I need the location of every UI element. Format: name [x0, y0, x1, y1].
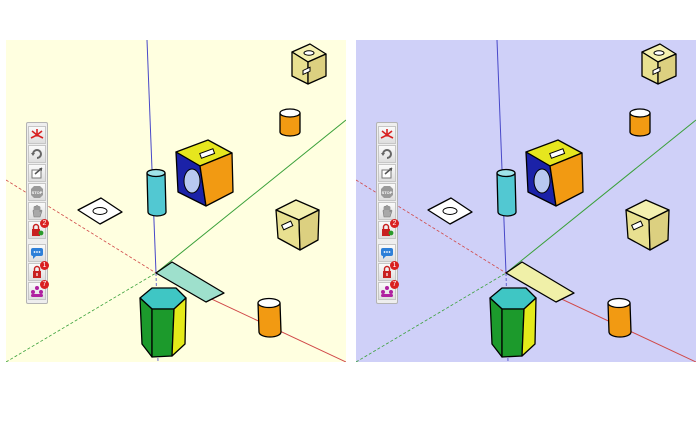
axis-red-dashed — [356, 179, 507, 274]
tool-axes-button[interactable] — [28, 126, 46, 144]
box-mid-right[interactable] — [625, 199, 670, 251]
cylinder-orange-front[interactable] — [607, 297, 632, 338]
hand-icon — [382, 205, 393, 218]
toolbar-left: STOP 2 1 7 — [26, 122, 49, 304]
axes-icon — [380, 129, 394, 139]
tool-lock-user-button[interactable]: 2 — [378, 219, 399, 239]
svg-text:STOP: STOP — [32, 190, 43, 195]
cube-blue[interactable] — [525, 139, 584, 207]
tool-messages-button[interactable] — [378, 244, 396, 262]
tool-stop-button[interactable]: STOP — [378, 183, 396, 201]
users-icon — [31, 286, 43, 297]
viewport-right[interactable]: STOP 2 1 7 — [356, 40, 696, 362]
axis-green — [155, 119, 346, 274]
cube-blue[interactable] — [175, 139, 234, 207]
axis-green-dashed — [356, 272, 507, 362]
tool-lock-user-badge: 2 — [390, 219, 399, 228]
pad-near-origin[interactable] — [505, 261, 575, 303]
toolbar-right: STOP 2 1 7 — [376, 122, 399, 304]
square-with-hole[interactable] — [427, 197, 473, 225]
speech-bubble-icon — [381, 248, 393, 259]
axis-green-dashed — [6, 272, 157, 362]
box-back-right[interactable] — [291, 43, 327, 85]
stop-icon: STOP — [381, 186, 393, 198]
export-icon — [31, 167, 43, 179]
tool-users-badge: 7 — [390, 280, 399, 289]
tool-lock-user-badge: 2 — [40, 219, 49, 228]
tool-lock-alert-badge: 1 — [40, 261, 49, 270]
refresh-icon — [31, 149, 42, 159]
tool-export-button[interactable] — [28, 164, 46, 182]
tool-users-button[interactable]: 7 — [378, 280, 399, 300]
tool-refresh-button[interactable] — [28, 145, 46, 163]
axes-icon — [30, 129, 44, 139]
tool-lock-alert-button[interactable]: 1 — [28, 261, 49, 281]
cylinder-orange-back[interactable] — [629, 108, 651, 137]
tool-lock-user-button[interactable]: 2 — [28, 219, 49, 239]
lock-user-icon — [32, 223, 44, 236]
cylinder-orange-front[interactable] — [257, 297, 282, 338]
lock-user-icon — [382, 223, 394, 236]
tool-export-button[interactable] — [378, 164, 396, 182]
axis-blue — [496, 40, 507, 274]
export-icon — [381, 167, 393, 179]
axis-blue — [146, 40, 157, 274]
tool-stop-button[interactable]: STOP — [28, 183, 46, 201]
hand-icon — [32, 205, 43, 218]
cylinder-cyan[interactable] — [496, 168, 517, 217]
hex-prism[interactable] — [139, 287, 187, 358]
svg-text:STOP: STOP — [382, 190, 393, 195]
tool-hand-button[interactable] — [28, 202, 46, 220]
lock-alert-icon — [383, 265, 391, 278]
tool-users-button[interactable]: 7 — [28, 280, 49, 300]
axes — [356, 40, 696, 362]
tool-hand-button[interactable] — [378, 202, 396, 220]
cylinder-orange-back[interactable] — [279, 108, 301, 137]
lock-alert-icon — [33, 265, 41, 278]
tool-axes-button[interactable] — [378, 126, 396, 144]
tool-users-badge: 7 — [40, 280, 49, 289]
square-with-hole[interactable] — [77, 197, 123, 225]
users-icon — [381, 286, 393, 297]
pad-near-origin[interactable] — [155, 261, 225, 303]
axis-red-dashed — [6, 179, 157, 274]
tool-lock-alert-button[interactable]: 1 — [378, 261, 399, 281]
refresh-icon — [381, 149, 392, 159]
speech-bubble-icon — [31, 248, 43, 259]
box-back-right[interactable] — [641, 43, 677, 85]
viewport-left[interactable]: STOP 2 1 7 — [6, 40, 346, 362]
tool-lock-alert-badge: 1 — [390, 261, 399, 270]
tool-refresh-button[interactable] — [378, 145, 396, 163]
stop-icon: STOP — [31, 186, 43, 198]
axis-green — [505, 119, 696, 274]
hex-prism[interactable] — [489, 287, 537, 358]
box-mid-right[interactable] — [275, 199, 320, 251]
tool-messages-button[interactable] — [28, 244, 46, 262]
cylinder-cyan[interactable] — [146, 168, 167, 217]
